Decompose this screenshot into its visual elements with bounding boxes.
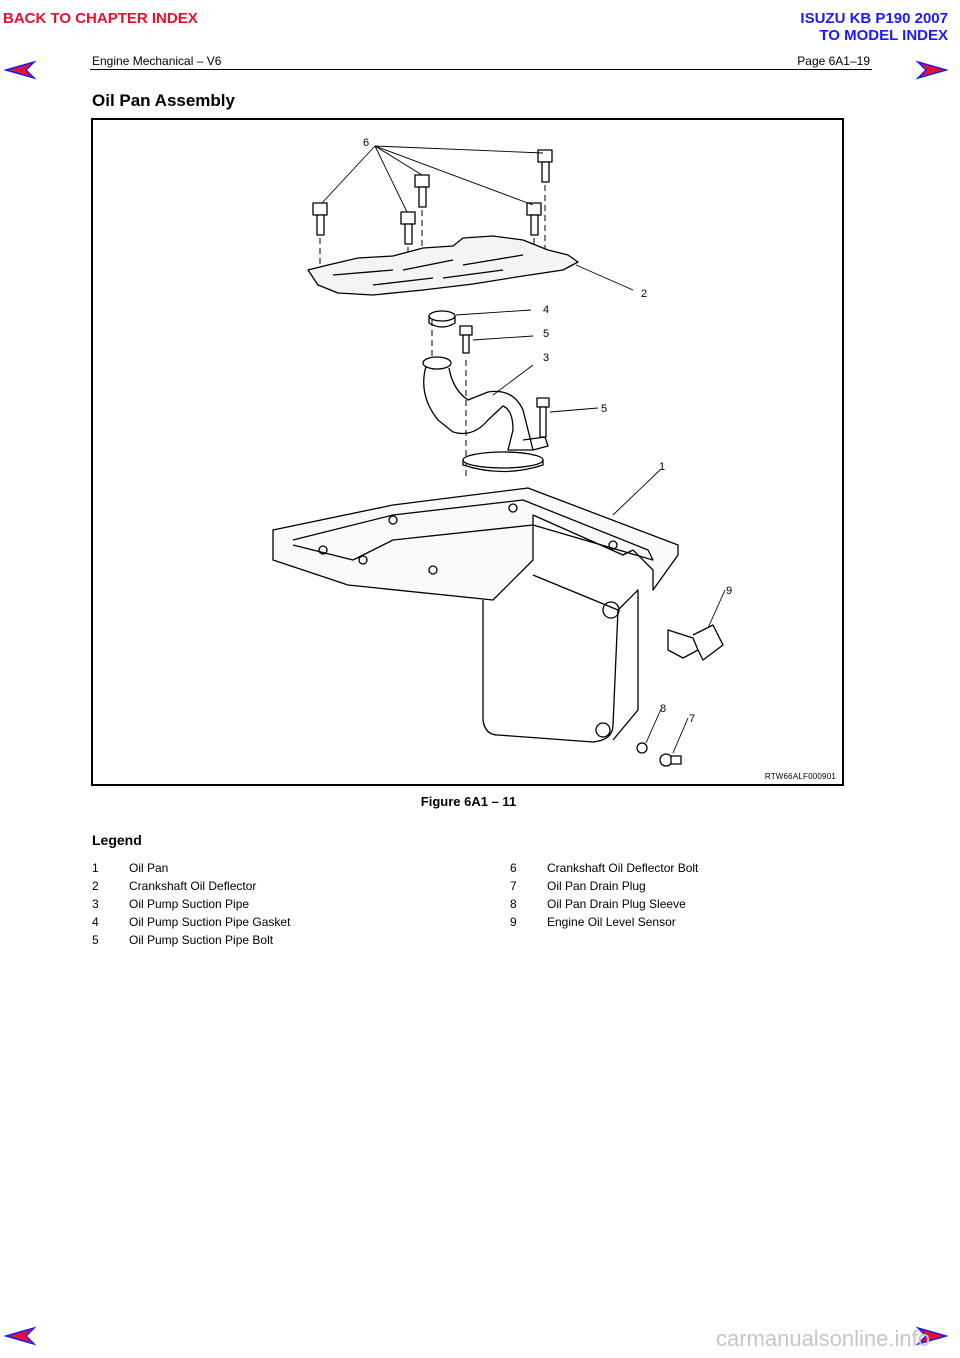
crankshaft-oil-deflector — [307, 235, 634, 296]
section-title: Oil Pan Assembly — [92, 91, 235, 110]
header-divider — [90, 69, 872, 70]
next-page-bottom-arrow-icon[interactable] — [914, 1326, 948, 1346]
figure-reference-id: RTW66ALF000901 — [764, 772, 836, 781]
site-watermark: carmanualsonline.info — [715, 1326, 930, 1351]
oil-level-sensor — [667, 589, 726, 661]
model-index-line: TO MODEL INDEX — [819, 27, 948, 44]
running-header-section: Engine Mechanical – V6 — [92, 54, 222, 68]
running-header-page-number: Page 6A1–19 — [797, 54, 870, 68]
previous-page-bottom-arrow-icon[interactable] — [4, 1326, 38, 1346]
drain-plug-parts — [636, 708, 689, 767]
model-title-line: ISUZU KB P190 2007 — [800, 10, 948, 27]
callout-5-lower: 5 — [601, 403, 607, 415]
callout-5-upper: 5 — [543, 328, 549, 340]
oil-pump-suction-pipe — [422, 356, 549, 473]
back-to-chapter-index-link[interactable]: BACK TO CHAPTER INDEX — [3, 10, 198, 27]
model-index-link[interactable]: ISUZU KB P190 2007 TO MODEL INDEX — [800, 10, 948, 44]
oil-pan-body — [272, 469, 679, 743]
previous-page-arrow-icon[interactable] — [4, 60, 38, 80]
legend-heading: Legend — [92, 832, 142, 848]
callout-1: 1 — [659, 461, 665, 473]
figure-caption: Figure 6A1 – 11 — [420, 794, 517, 809]
callout-7: 7 — [689, 713, 695, 725]
callout-9: 9 — [726, 585, 732, 597]
deflector-bolt-icon — [312, 149, 553, 245]
callout-8: 8 — [660, 703, 666, 715]
next-page-arrow-icon[interactable] — [914, 60, 948, 80]
suction-pipe-gasket — [428, 309, 532, 328]
oil-pan-assembly-illustration: 6 2 4 5 3 5 1 9 8 7 — [272, 137, 732, 767]
callout-3: 3 — [543, 352, 549, 364]
exploded-view-figure: 6 2 4 5 3 5 1 9 8 7 RTW66ALF000901 — [91, 118, 844, 786]
callout-2: 2 — [641, 288, 647, 300]
callout-6: 6 — [363, 137, 369, 149]
callout-4: 4 — [543, 304, 549, 316]
